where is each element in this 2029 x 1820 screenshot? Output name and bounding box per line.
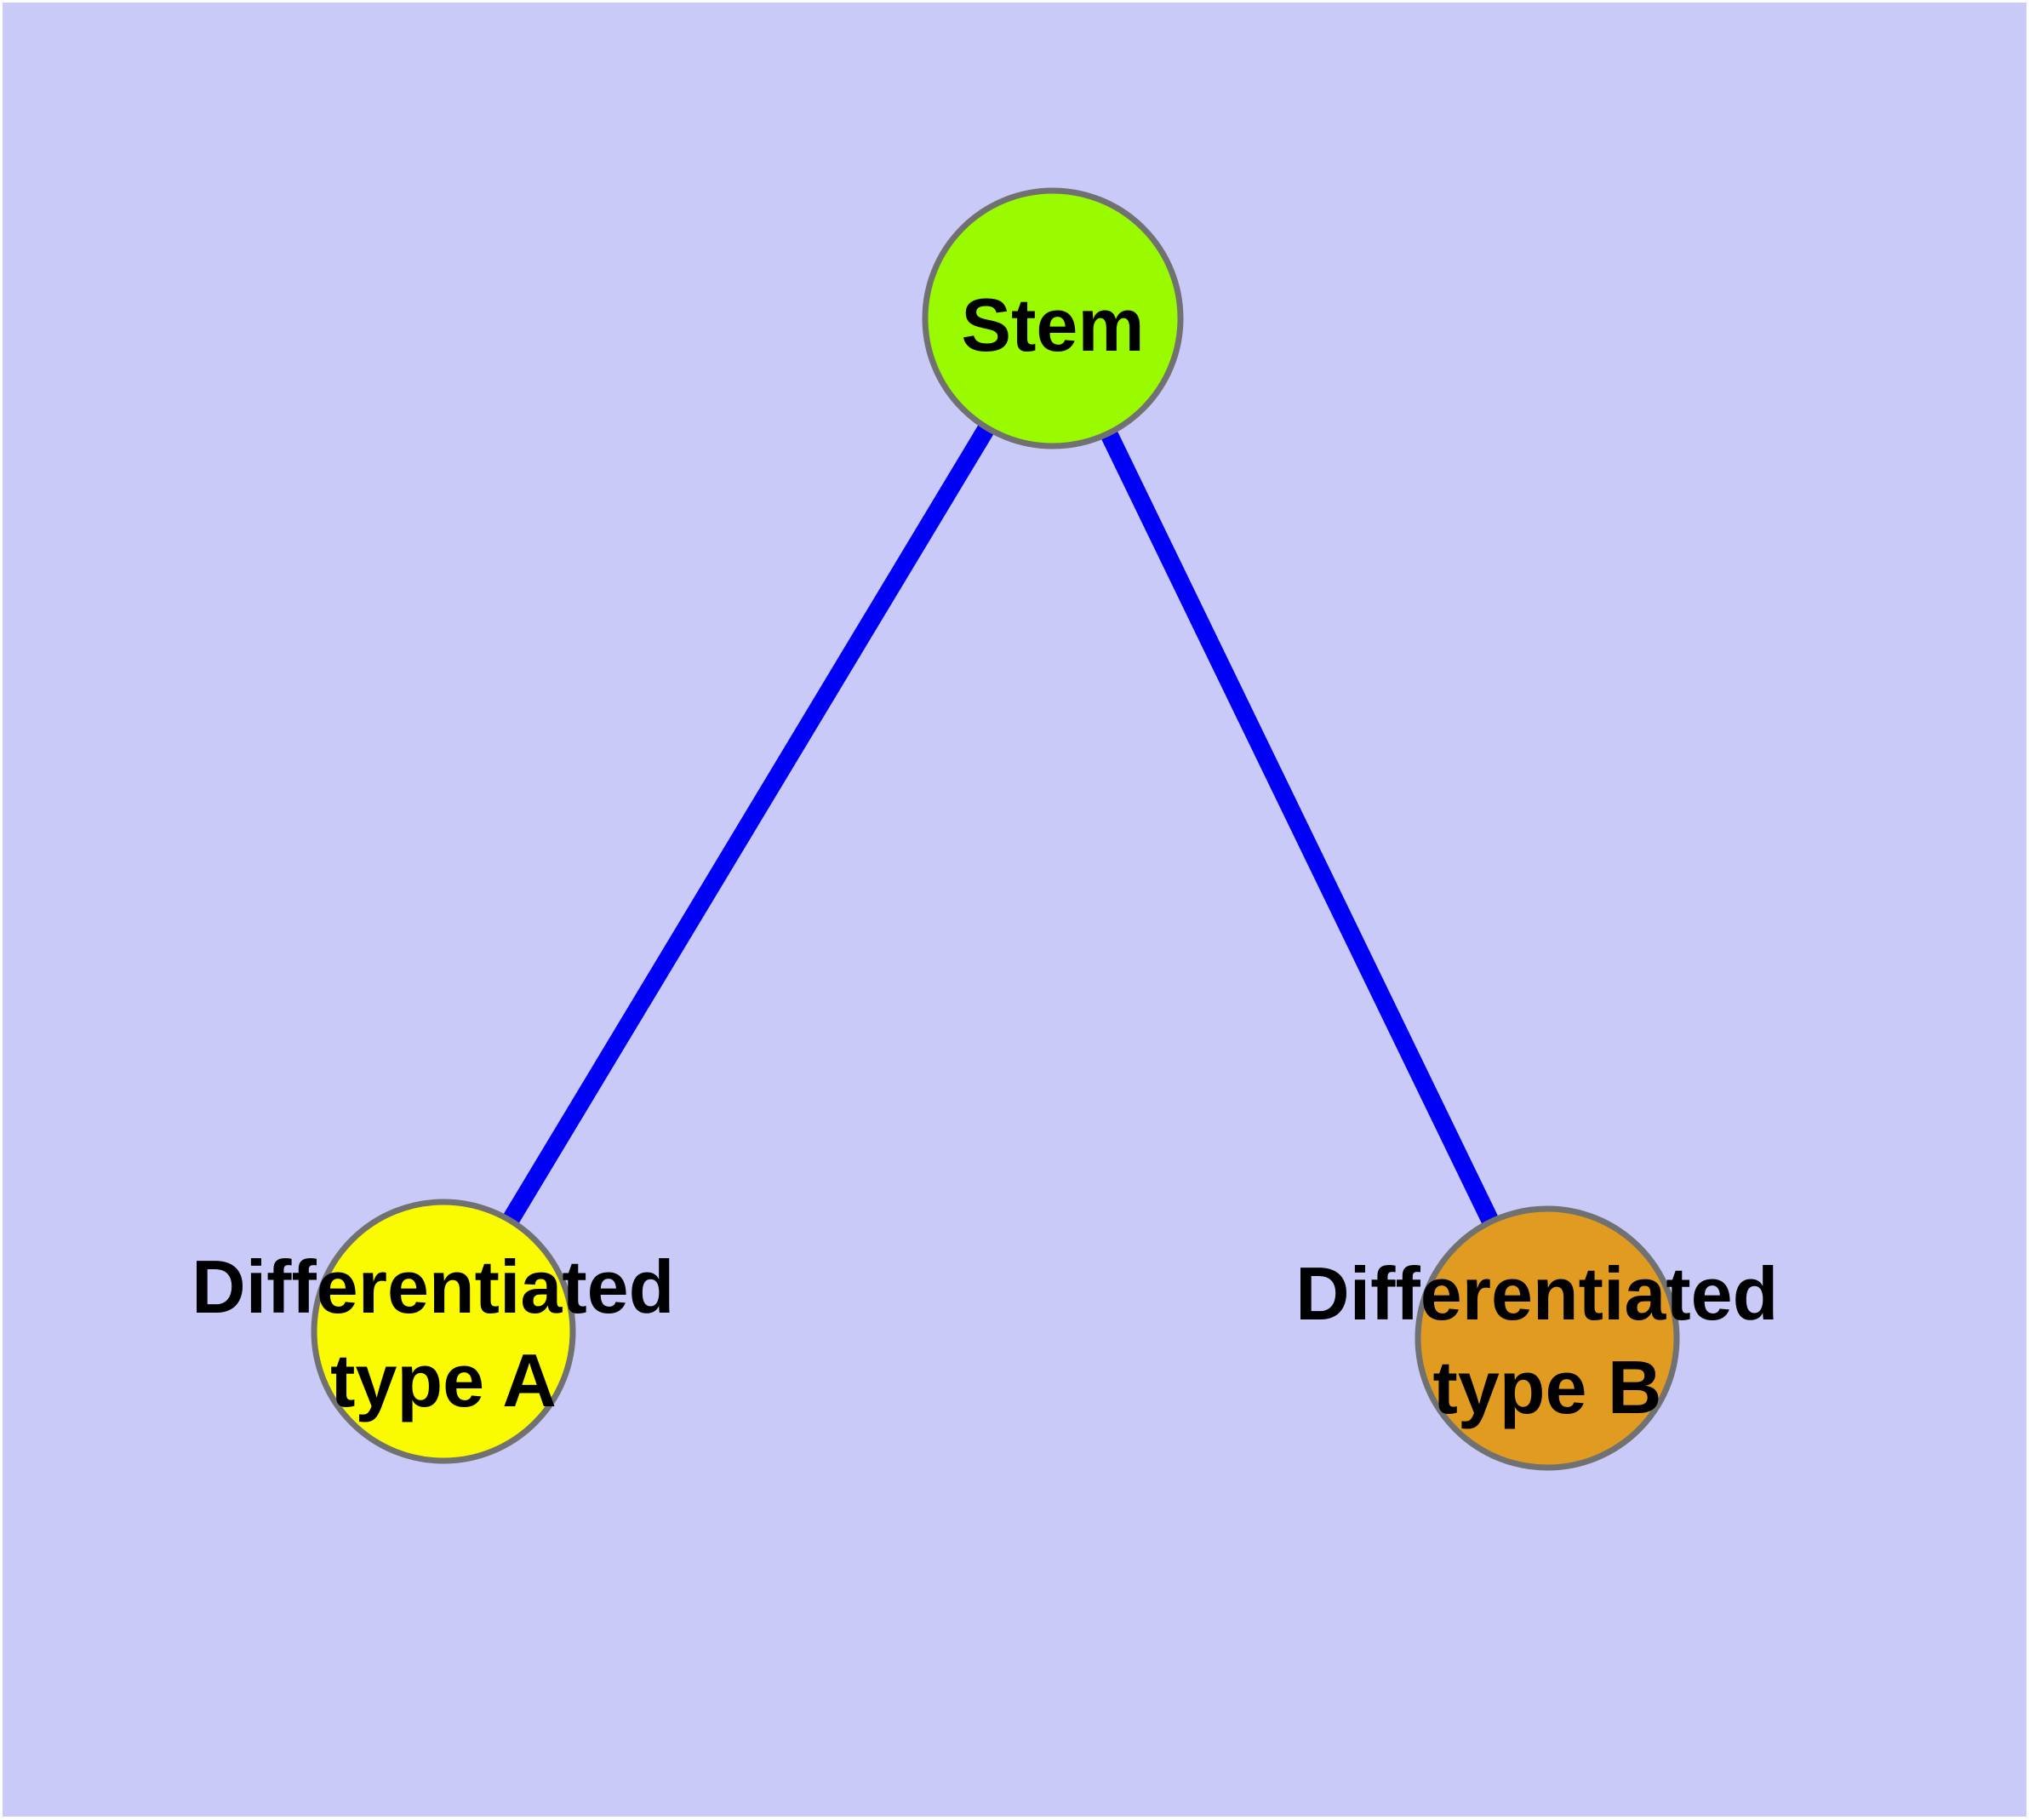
node-differentiated-type-a-circle (311, 1199, 576, 1464)
node-differentiated-type-a: Differentiated type A (191, 1199, 695, 1464)
node-differentiated-type-a-label: Differentiated type A (191, 1245, 695, 1422)
node-differentiated-type-a-label-line1: Differentiated (191, 1245, 674, 1329)
node-stem-circle (922, 187, 1184, 449)
node-stem-label: Stem (961, 283, 1144, 367)
edge-stem-to-type-b (1044, 314, 1556, 1342)
node-differentiated-type-b: Differentiated type B (1295, 1205, 1799, 1471)
node-differentiated-type-b-circle (1415, 1205, 1680, 1471)
node-differentiated-type-a-label-line2: type A (330, 1338, 557, 1422)
node-differentiated-type-b-label: Differentiated type B (1295, 1251, 1799, 1429)
node-stem: Stem (922, 187, 1184, 449)
node-differentiated-type-b-label-line1: Differentiated (1295, 1251, 1778, 1336)
node-differentiated-type-b-label-line2: type B (1433, 1345, 1662, 1429)
edge-stem-to-type-a (436, 313, 1060, 1336)
